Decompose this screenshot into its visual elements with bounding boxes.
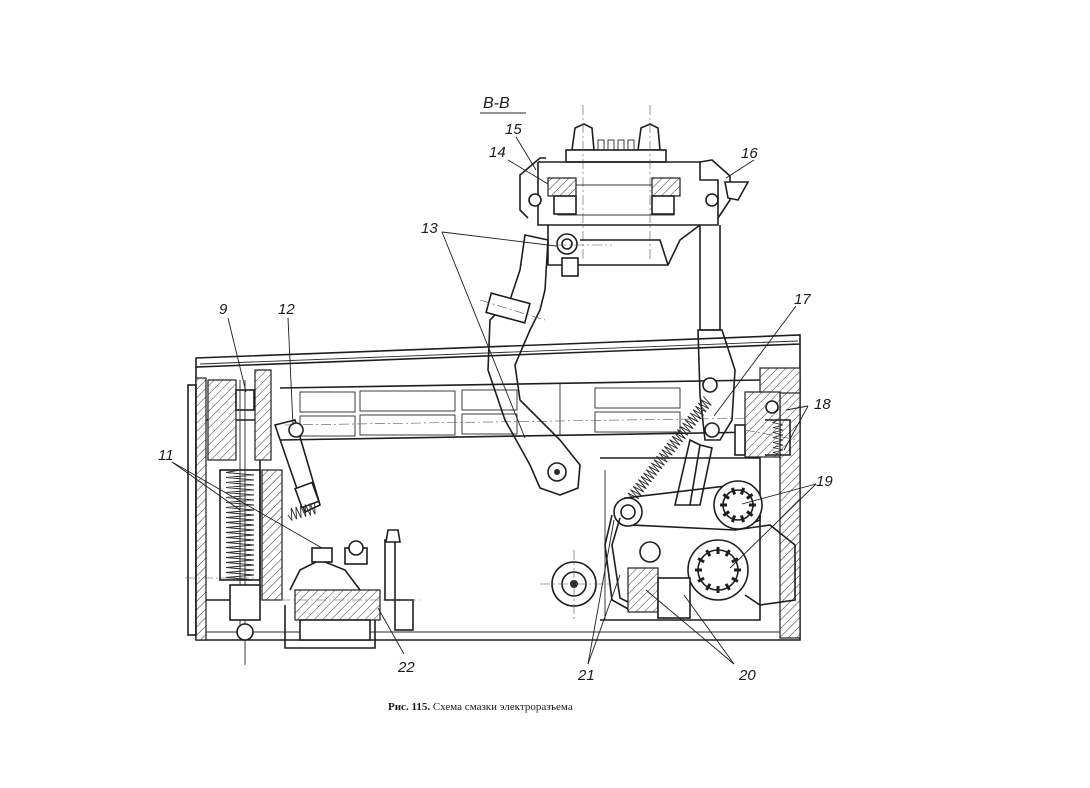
gear-tooth [697,557,705,564]
label-18: 18 [814,396,831,413]
connector-block [519,105,750,277]
gear-tooth [722,510,730,517]
right-unit-18 [734,391,791,458]
gear-tooth [746,493,754,500]
left-mechanism [207,369,321,665]
label-11: 11 [158,447,174,464]
label-13: 13 [421,220,438,237]
spring-17-coil [627,396,712,503]
label-21: 21 [577,667,595,684]
gear-tooth [731,576,739,583]
gear-tooth [697,576,705,583]
gear-tooth [722,493,730,500]
gear-tooth [746,510,754,517]
gear-tooth [739,487,746,495]
label-22: 22 [397,659,415,676]
gear-tooth [724,549,731,557]
spring-18-coil [771,419,784,456]
section-mark: В-В [480,95,526,114]
link-13 [479,234,581,496]
label-12: 12 [278,301,295,318]
leader-lines [171,136,817,665]
pump-22 [280,529,420,649]
label-19: 19 [816,473,833,490]
gear-tooth [739,515,746,523]
gear-tooth [705,549,712,557]
section-mark-text: В-В [483,95,510,112]
gear-tooth [724,583,731,591]
label-20: 20 [738,667,756,684]
label-9: 9 [219,301,228,318]
spring-11-coil [225,469,255,581]
gear-lever-19 [613,480,796,606]
label-17: 17 [794,291,811,308]
guide-rail [279,379,761,441]
spring-17 [627,396,712,503]
label-15: 15 [505,121,522,138]
bracket-assembly [540,514,691,620]
spring-12-coil [287,502,316,522]
figure-caption-text: Схема смазки электроразъема [432,701,573,713]
gear-tooth [730,487,737,495]
gear-tooth [705,583,712,591]
gear-tooth [730,515,737,523]
figure-number: Рис. 115. [388,701,431,713]
figure-caption: Рис. 115. Схема смазки электроразъема [388,701,573,713]
main-housing [187,334,801,641]
right-lever [673,225,736,506]
part-labels: 9 11 12 13 14 15 16 17 18 19 20 21 22 [158,121,833,684]
gear-tooth [731,557,739,564]
label-16: 16 [741,145,758,162]
center-lines [185,244,799,579]
label-14: 14 [489,144,506,161]
